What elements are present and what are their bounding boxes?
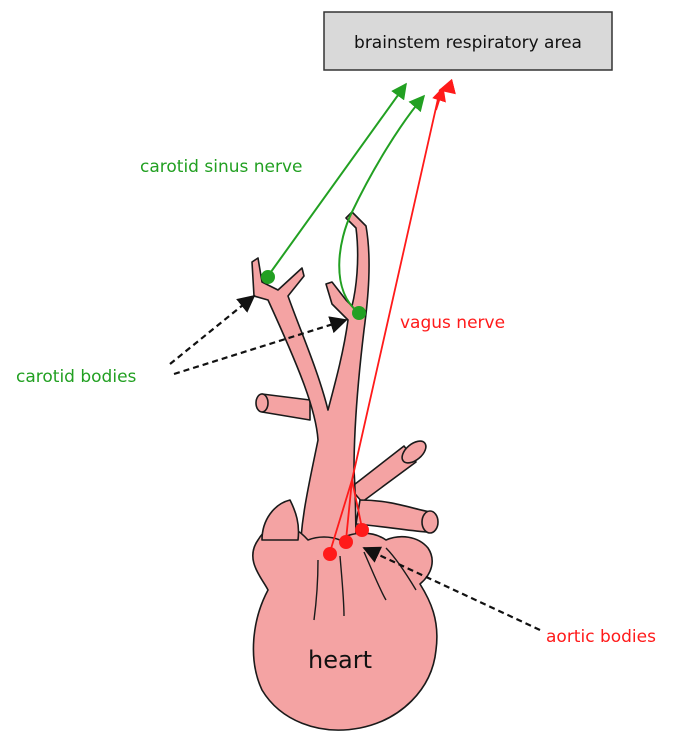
atrial-appendage (262, 500, 299, 540)
brainstem-label: brainstem respiratory area (354, 33, 582, 53)
vagus-arrowhead (440, 88, 448, 90)
carotid-trunk (252, 212, 369, 560)
aortic-body-dot-2 (339, 535, 353, 549)
vagus-nerve-label: vagus nerve (400, 313, 505, 333)
left-stub-vessel (262, 394, 310, 420)
aortic-body-dot-1 (323, 547, 337, 561)
aortic-bodies-label: aortic bodies (546, 627, 656, 647)
heart-body (253, 525, 437, 730)
heart-label: heart (308, 646, 372, 674)
brainstem-box: brainstem respiratory area (324, 12, 612, 70)
carotid-bodies-label: carotid bodies (16, 367, 137, 387)
carotid-body-dot-right (352, 306, 366, 320)
carotid-body-dot-left (261, 270, 275, 284)
aortic-body-dot-3 (355, 523, 369, 537)
carotid-sinus-nerve-label: carotid sinus nerve (140, 157, 303, 177)
